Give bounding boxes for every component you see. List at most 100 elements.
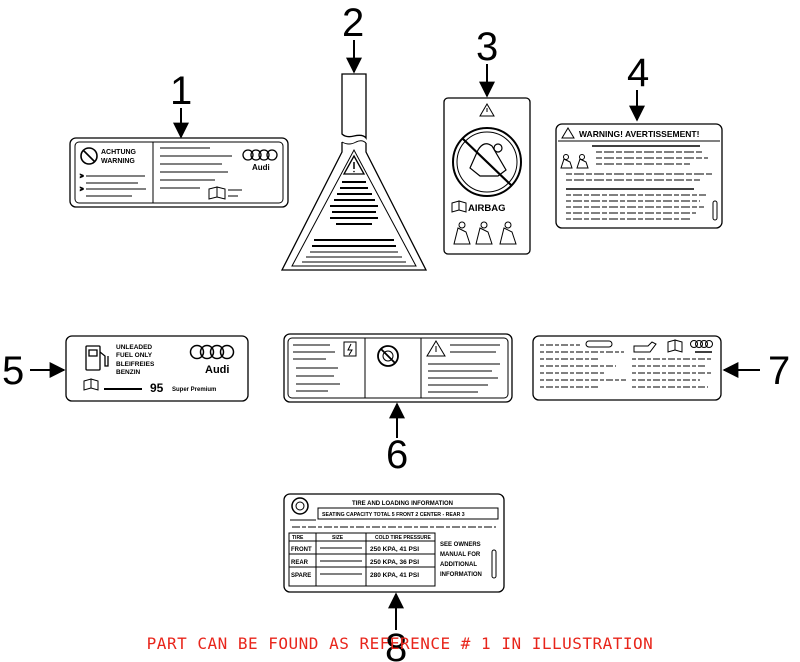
col-pressure: COLD TIRE PRESSURE (375, 535, 432, 541)
label-4-warning-bilingual[interactable]: WARNING! AVERTISSEMENT! (556, 124, 722, 228)
row-rear-pressure: 250 KPA, 36 PSI (370, 559, 419, 566)
prohibition-icon (378, 346, 398, 366)
tire-icon (292, 498, 308, 514)
warning-icon (562, 128, 574, 138)
label-6-left-lines (293, 345, 340, 391)
seat-icon (476, 222, 492, 244)
label-outline (284, 334, 512, 402)
reference-note: PART CAN BE FOUND AS REFERENCE # 1 IN IL… (146, 634, 654, 653)
info-text-2: MANUAL FOR (440, 552, 481, 558)
svg-text:>: > (80, 187, 84, 193)
label-2-outline (282, 142, 426, 270)
prohibition-icon (81, 148, 97, 164)
label-1-right-lines (160, 148, 232, 188)
label-outline (444, 98, 530, 254)
label-3-airbag[interactable]: AIRBAG (444, 98, 530, 254)
no-child-seat-icon (453, 128, 521, 196)
info-text-4: INFORMATION (440, 572, 482, 578)
label-6-right-lines (428, 345, 500, 392)
col-tire: TIRE (292, 535, 304, 541)
row-spare-pressure: 280 KPA, 41 PSI (370, 572, 419, 579)
label-7-slot (586, 341, 612, 347)
callout-5[interactable]: 5 (2, 349, 66, 393)
manual-book-icon (84, 379, 98, 390)
label-outline (556, 124, 722, 228)
fuel-text-1: UNLEADED (116, 344, 152, 351)
callout-number-4: 4 (627, 51, 649, 95)
callout-number-2: 2 (342, 1, 364, 45)
fuel-text-2: FUEL ONLY (116, 352, 153, 359)
callout-number-7: 7 (768, 349, 790, 393)
label-6-multi[interactable] (284, 334, 512, 402)
callout-2[interactable]: 2 (342, 1, 364, 74)
seating-capacity: SEATING CAPACITY TOTAL 5 FRONT 2 CENTER … (322, 512, 465, 518)
label-1-text-1: ACHTUNG (101, 149, 137, 156)
label-2-fine-lines (302, 252, 406, 262)
audi-rings-icon (191, 346, 234, 359)
row-spare-tire: SPARE (291, 573, 311, 579)
fuel-pump-icon (86, 346, 108, 370)
callout-number-8: 8 (385, 626, 407, 662)
callout-number-6: 6 (386, 433, 408, 477)
info-text-3: ADDITIONAL (440, 562, 477, 568)
label-1-text-2: WARNING (101, 158, 135, 165)
label-1-warning[interactable]: ACHTUNG WARNING > > Audi (70, 138, 288, 207)
callout-4[interactable]: 4 (627, 51, 649, 122)
callout-number-3: 3 (476, 25, 498, 69)
warning-icon (427, 341, 445, 356)
row-front-tire: FRONT (291, 547, 312, 553)
tire-table (289, 533, 435, 586)
label-4-lines-lower (566, 195, 706, 219)
label-2-inner (292, 150, 416, 266)
fuel-text-4: BENZIN (116, 369, 141, 376)
label-7-lines (540, 345, 712, 387)
label-5-fuel[interactable]: UNLEADED FUEL ONLY BLEIFREIES BENZIN Aud… (66, 336, 248, 401)
manual-book-icon (452, 201, 466, 212)
callout-3[interactable]: 3 (476, 25, 498, 98)
callout-7[interactable]: 7 (722, 349, 790, 393)
tire-size-lines (320, 548, 362, 574)
label-7-service[interactable] (533, 336, 721, 400)
manual-book-icon (209, 187, 242, 199)
manual-book-icon (668, 340, 682, 352)
label-2-text-lines (312, 182, 396, 246)
seat-icon (561, 155, 588, 169)
label-8-tire-loading[interactable]: TIRE AND LOADING INFORMATION SEATING CAP… (284, 494, 504, 592)
oil-can-icon (634, 342, 656, 352)
airbag-text: AIRBAG (468, 203, 505, 214)
break-line (342, 141, 366, 144)
warning-icon (344, 156, 364, 174)
brand-text: Audi (252, 163, 270, 172)
audi-rings-icon (243, 150, 277, 160)
row-front-pressure: 250 KPA, 41 PSI (370, 546, 419, 553)
label-outline (66, 336, 248, 401)
seat-icon (500, 222, 516, 244)
seat-icon (454, 222, 470, 244)
callout-6[interactable]: 6 (386, 402, 408, 477)
label-outline (284, 494, 504, 592)
callout-1[interactable]: 1 (170, 69, 192, 139)
octane-number: 95 (150, 381, 164, 395)
label-1-left-lines: > > (80, 174, 146, 196)
warning-icon (480, 104, 494, 116)
fuel-text-3: BLEIFREIES (116, 361, 155, 368)
col-size: SIZE (332, 535, 344, 541)
audi-rings-icon (691, 341, 713, 348)
callout-8[interactable]: 8 (385, 592, 407, 662)
label-4-lines-upper (566, 152, 712, 180)
info-text-1: SEE OWNERS (440, 542, 481, 548)
svg-text:>: > (80, 174, 84, 180)
electrical-hazard-icon (344, 342, 356, 356)
fuel-grade: Super Premium (172, 387, 216, 393)
brand-text: Audi (205, 364, 229, 376)
label-4-header: WARNING! AVERTISSEMENT! (579, 129, 700, 139)
callout-number-1: 1 (170, 69, 192, 113)
label-2-pillar-triangle[interactable] (282, 74, 426, 270)
label-outline (533, 336, 721, 400)
tire-title: TIRE AND LOADING INFORMATION (352, 501, 453, 507)
callout-number-5: 5 (2, 349, 24, 393)
label-inner-border (75, 142, 283, 203)
label-2-strip (342, 74, 366, 138)
row-rear-tire: REAR (291, 560, 309, 566)
